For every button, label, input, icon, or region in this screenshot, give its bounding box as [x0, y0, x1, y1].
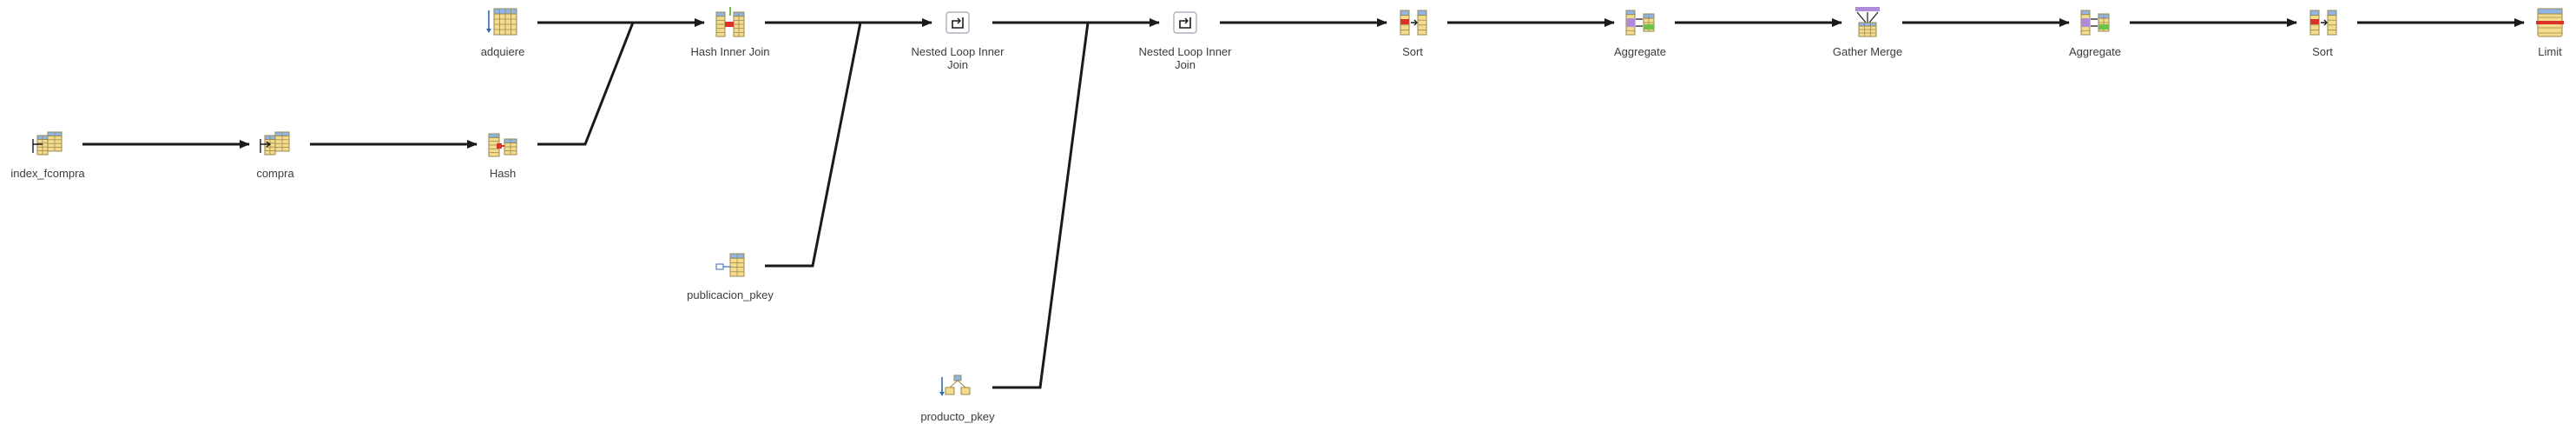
- hash-icon: [488, 133, 517, 157]
- node-label: Join: [947, 58, 968, 71]
- plan-node-compra[interactable]: compra: [256, 131, 294, 180]
- nested-loop-icon: [1173, 11, 1197, 34]
- plan-node-adquiere[interactable]: adquiere: [481, 8, 525, 58]
- plan-node-limit[interactable]: Limit: [2536, 8, 2564, 58]
- sort-icon: [2309, 10, 2337, 36]
- plan-node-aggregate-2[interactable]: Aggregate: [2069, 10, 2121, 58]
- plan-node-hash-join[interactable]: Hash Inner Join: [690, 7, 770, 58]
- hash-join-icon: [715, 7, 745, 37]
- node-label: Limit: [2538, 45, 2562, 58]
- gather-merge-icon: [1855, 7, 1880, 37]
- plan-node-hash[interactable]: Hash: [488, 133, 517, 180]
- bitmap-heap-scan-icon: [260, 131, 290, 156]
- sort-icon: [1400, 10, 1427, 36]
- seq-scan-icon: [486, 8, 517, 36]
- node-label: Join: [1175, 58, 1196, 71]
- plan-node-gather-merge[interactable]: Gather Merge: [1833, 7, 1902, 58]
- aggregate-icon: [2080, 10, 2110, 36]
- node-label: Nested Loop Inner: [1139, 45, 1233, 58]
- node-label: Gather Merge: [1833, 45, 1902, 58]
- node-label: index_fcompra: [10, 167, 85, 180]
- index-scan-tree-icon: [939, 374, 971, 396]
- node-label: Sort: [1402, 45, 1423, 58]
- aggregate-icon: [1625, 10, 1655, 36]
- node-label: Sort: [2312, 45, 2333, 58]
- node-label: Aggregate: [1614, 45, 1666, 58]
- plan-node-aggregate-1[interactable]: Aggregate: [1614, 10, 1666, 58]
- nested-loop-icon: [945, 11, 970, 34]
- index-scan-icon: [715, 253, 745, 277]
- node-label: adquiere: [481, 45, 525, 58]
- edge-publicacion_pkey-to-nl_join_1: [765, 21, 932, 268]
- plan-node-producto-pkey[interactable]: producto_pkey: [920, 374, 995, 423]
- limit-icon: [2536, 8, 2564, 37]
- plan-node-sort-1[interactable]: Sort: [1400, 10, 1427, 58]
- plan-node-sort-2[interactable]: Sort: [2309, 10, 2337, 58]
- node-label: publicacion_pkey: [687, 288, 774, 301]
- index-only-scan-icon: [32, 131, 63, 156]
- node-label: Aggregate: [2069, 45, 2121, 58]
- node-label: Hash: [490, 167, 516, 180]
- node-label: Hash Inner Join: [690, 45, 769, 58]
- node-label: compra: [256, 167, 294, 180]
- plan-node-index-fcompra[interactable]: index_fcompra: [10, 131, 85, 180]
- edge-producto_pkey-to-nl_join_2: [992, 21, 1159, 389]
- node-label: Nested Loop Inner: [912, 45, 1005, 58]
- edges: [82, 18, 2525, 389]
- plan-node-publicacion-pkey[interactable]: publicacion_pkey: [687, 253, 774, 301]
- edge-hash-to-hash_join: [537, 21, 704, 146]
- node-label: producto_pkey: [920, 410, 995, 423]
